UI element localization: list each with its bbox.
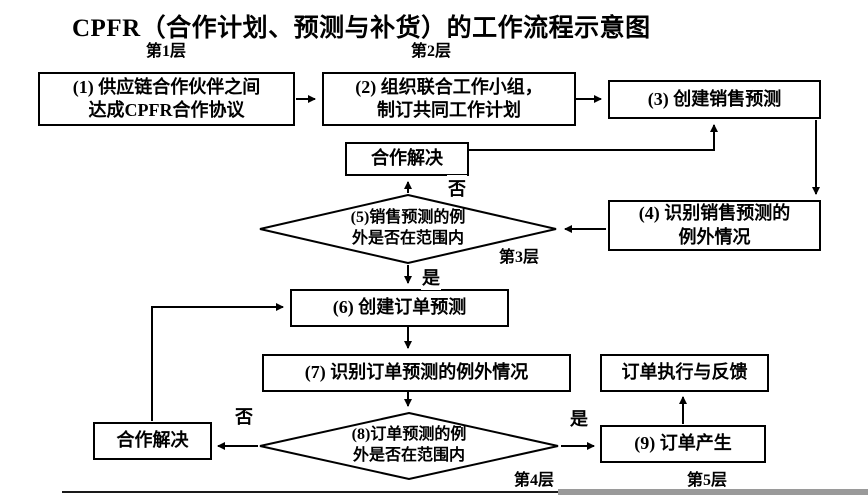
node-step4: (4) 识别销售预测的 例外情况 — [608, 200, 821, 251]
bottom-divider-gray — [558, 489, 868, 495]
node-resolve-bottom: 合作解决 — [93, 422, 212, 460]
node-step3: (3) 创建销售预测 — [608, 80, 821, 119]
node-step2: (2) 组织联合工作小组， 制订共同工作计划 — [322, 72, 576, 126]
node-decision5: (5)销售预测的例 外是否在范围内 — [258, 194, 558, 264]
edge-label-yes-mid: 是 — [421, 264, 441, 290]
decision5-text: (5)销售预测的例 外是否在范围内 — [350, 209, 466, 247]
layer-1-label: 第1层 — [146, 43, 187, 60]
node-resolve-top: 合作解决 — [345, 142, 469, 176]
node-step6: (6) 创建订单预测 — [290, 289, 509, 327]
diamond-shape — [259, 194, 557, 264]
diagram-title: CPFR（合作计划、预测与补货）的工作流程示意图 — [72, 15, 651, 42]
node-decision8: (8)订单预测的例 外是否在范围内 — [258, 412, 560, 480]
edge-label-yes-bottom: 是 — [569, 405, 589, 431]
node-order-execution: 订单执行与反馈 — [600, 354, 769, 392]
node-step7: (7) 识别订单预测的例外情况 — [262, 354, 571, 392]
edge-label-no-top: 否 — [447, 175, 467, 201]
layer-4-label: 第4层 — [514, 472, 555, 489]
layer-2-label: 第2层 — [411, 43, 452, 60]
layer-3-label: 第3层 — [499, 249, 540, 266]
bottom-divider-dark — [62, 491, 560, 493]
node-step1: (1) 供应链合作伙伴之间 达成CPFR合作协议 — [38, 72, 295, 126]
layer-5-label: 第5层 — [687, 472, 728, 489]
diamond-shape — [259, 412, 559, 480]
edge-label-no-bottom: 否 — [234, 403, 254, 429]
node-step9: (9) 订单产生 — [600, 425, 766, 463]
decision8-text: (8)订单预测的例 外是否在范围内 — [351, 426, 467, 464]
